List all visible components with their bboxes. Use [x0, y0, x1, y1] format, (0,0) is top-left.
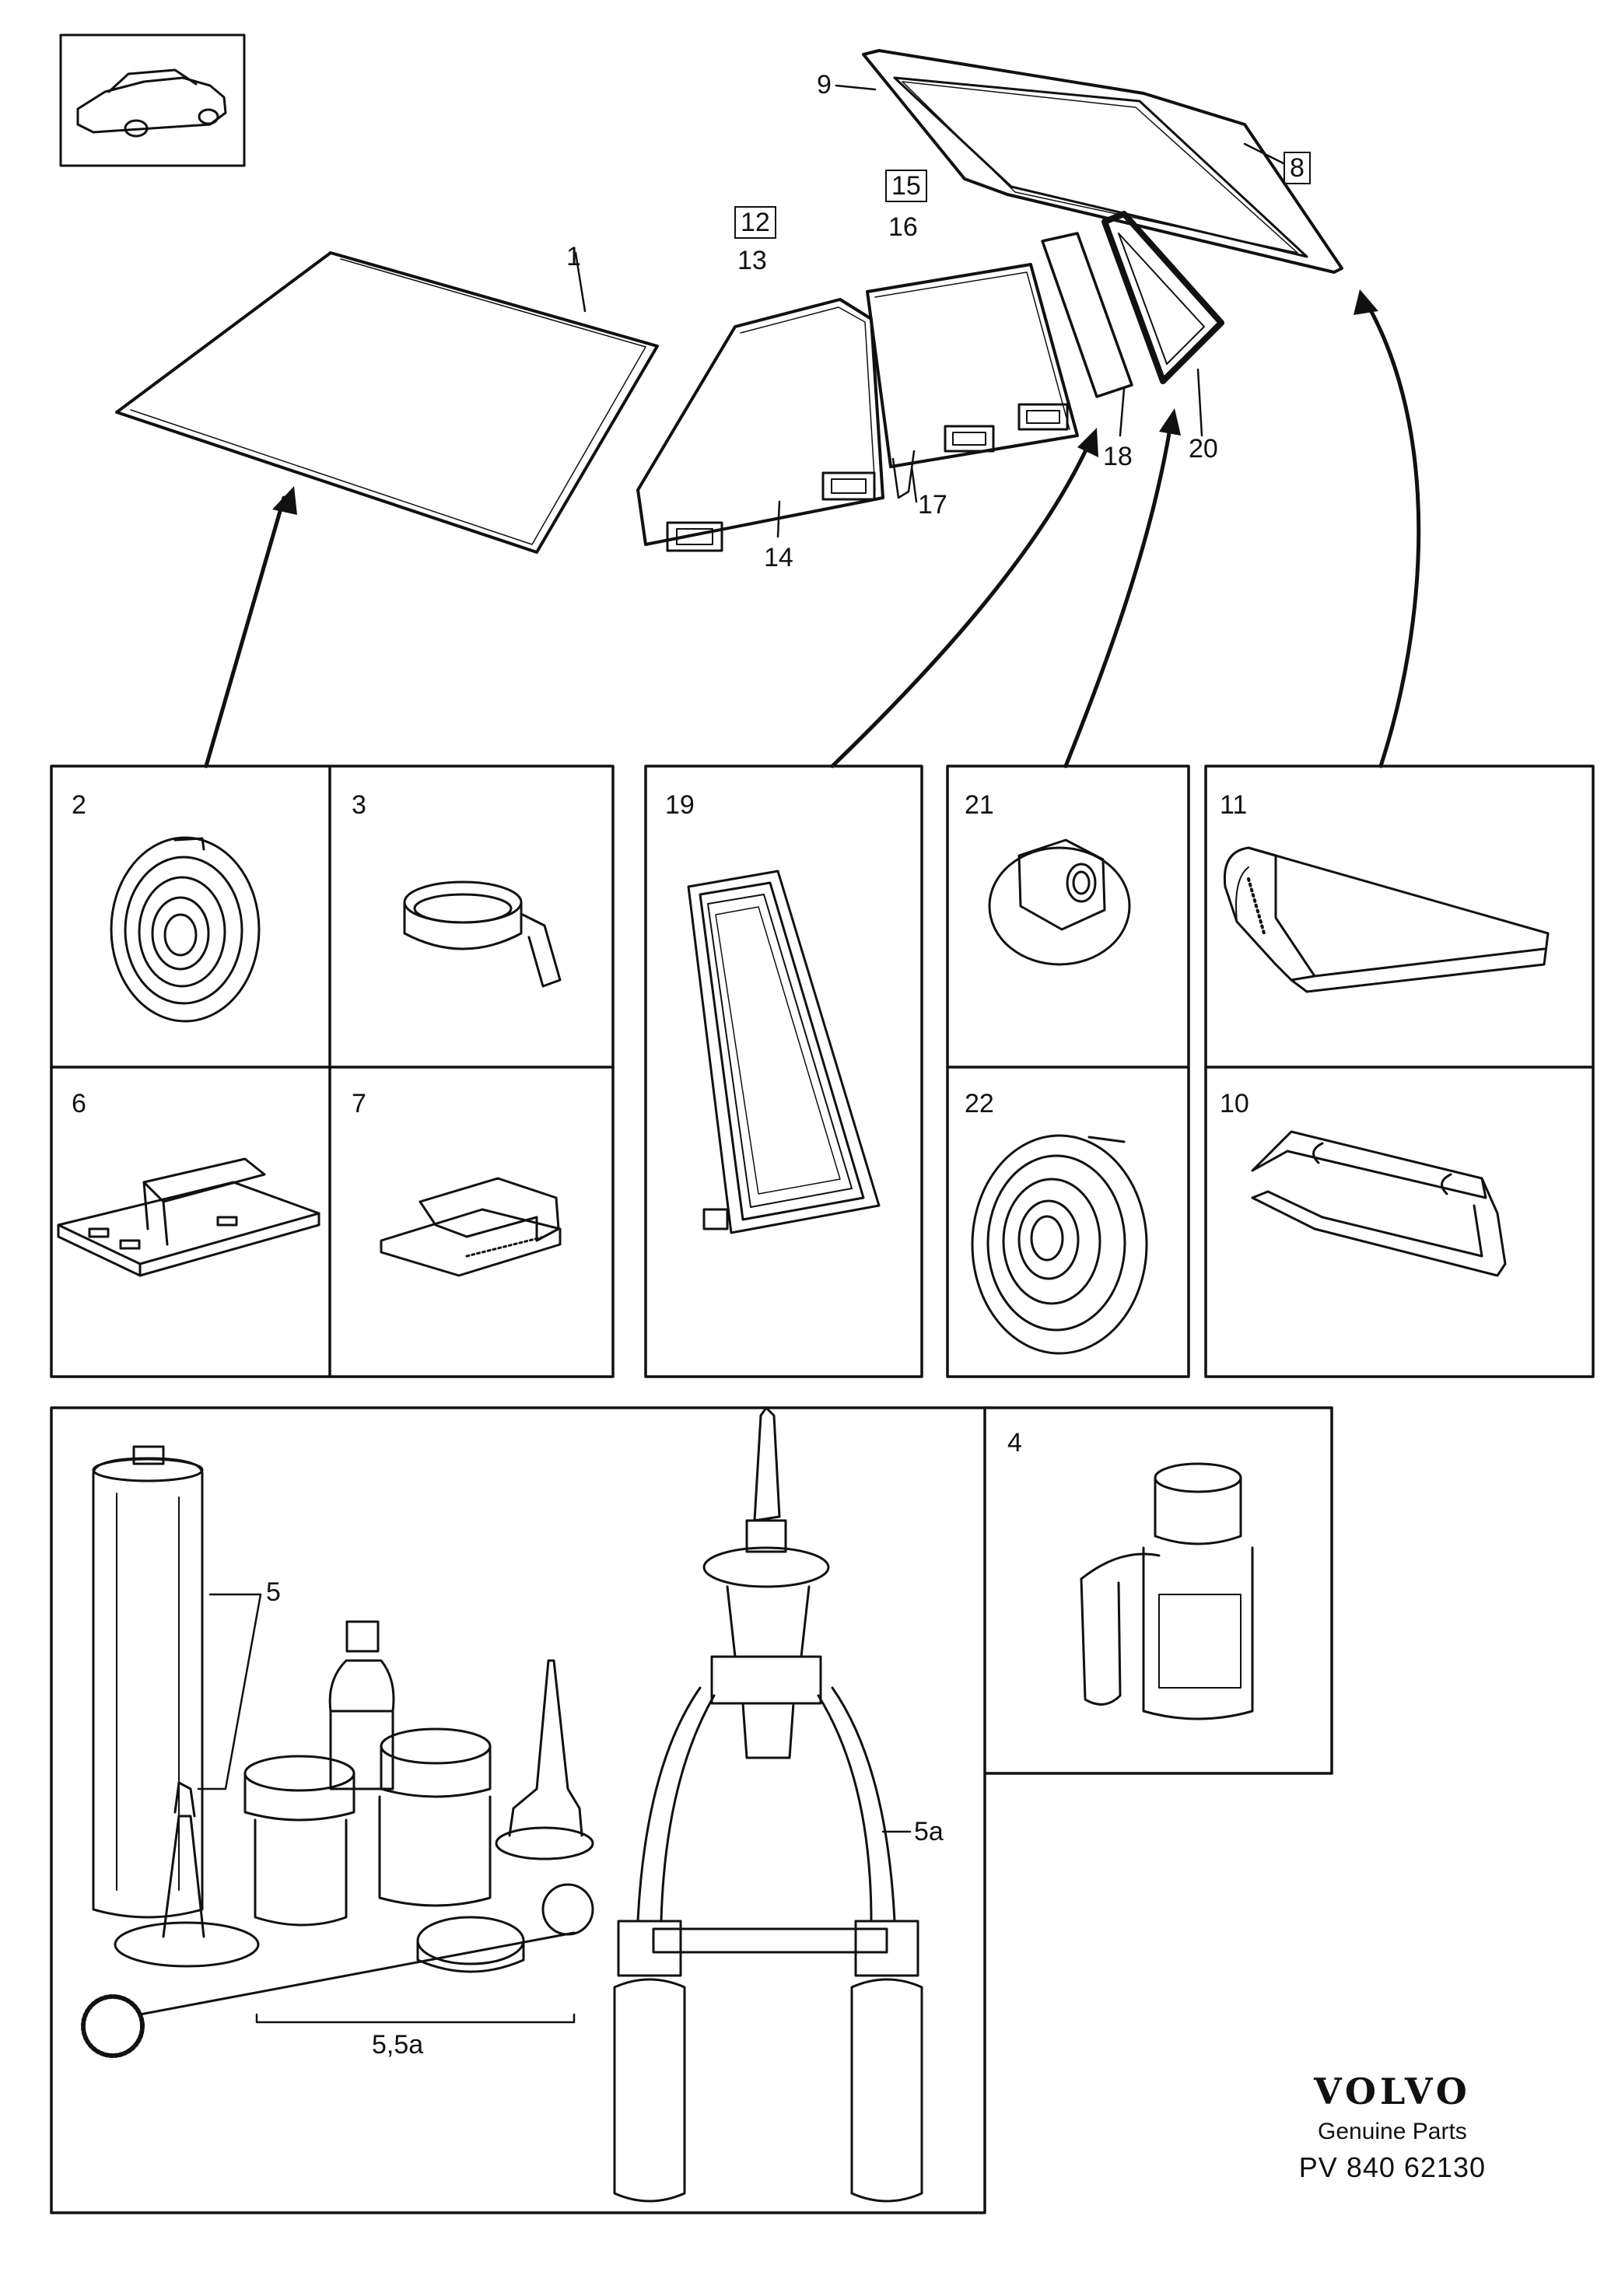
rear-door-window [866, 263, 1079, 499]
tape-strip-3 [403, 880, 562, 988]
label-part-22: 22 [965, 1089, 994, 1118]
genuine-parts-text: Genuine Parts [1318, 2119, 1467, 2144]
kit-bracket [255, 2013, 576, 2024]
clip-6 [57, 1157, 320, 1277]
triangle-window [1101, 211, 1224, 384]
leader-5 [197, 1593, 262, 1790]
panel-door-seal [644, 765, 923, 1378]
label-part-2: 2 [72, 790, 86, 820]
primer-bottle-small [328, 1620, 395, 1790]
label-part-9: 9 [817, 70, 832, 100]
diagram-code: PV 840 62130 [1298, 2151, 1486, 2183]
panel-nut-tape [946, 765, 1190, 1378]
label-part-8: 8 [1284, 152, 1311, 184]
label-part-10: 10 [1220, 1089, 1249, 1118]
primer-bottle-4 [1080, 1462, 1254, 1720]
label-part-1: 1 [566, 242, 581, 271]
panel-tapes-clips [50, 765, 615, 1378]
label-part-20: 20 [1189, 434, 1218, 464]
label-part-4: 4 [1007, 1428, 1022, 1458]
label-part-11: 11 [1220, 790, 1248, 820]
label-part-3: 3 [352, 790, 366, 820]
quarter-glass [1041, 232, 1133, 398]
label-part-17: 17 [918, 490, 947, 520]
panel-moulding-clip [1204, 765, 1595, 1378]
label-part-15: 15 [885, 170, 927, 202]
jar-lid [416, 1916, 525, 1973]
door-seal-19 [687, 870, 881, 1234]
volvo-logo: VOLVO [1314, 2070, 1471, 2112]
clip-10 [1251, 1130, 1507, 1277]
applicator-gun [613, 1406, 923, 2203]
brand-block: VOLVO Genuine Parts PV 840 62130 [1299, 2070, 1486, 2184]
clip-7 [380, 1177, 562, 1277]
primer-jar-1 [243, 1755, 355, 1927]
applicator-brush [81, 1883, 594, 2058]
label-part-7: 7 [352, 1089, 366, 1118]
label-part-16: 16 [888, 212, 918, 242]
label-part-5: 5 [266, 1577, 281, 1607]
label-part-18: 18 [1103, 442, 1133, 471]
tape-roll-22 [971, 1134, 1148, 1355]
label-part-5a: 5a [914, 1817, 944, 1846]
label-part-6: 6 [72, 1089, 86, 1118]
front-door-window [636, 298, 884, 552]
label-part-21: 21 [965, 790, 994, 820]
leader-arrows [204, 305, 1421, 768]
moulding-11 [1223, 846, 1550, 993]
label-part-14: 14 [764, 543, 793, 572]
label-part-12: 12 [734, 206, 776, 239]
panel-adhesive-kit [50, 1406, 1333, 2214]
label-part-5-5a: 5,5a [372, 2030, 424, 2060]
tape-roll-2 [110, 836, 261, 1023]
nozzle-left [114, 1781, 260, 1968]
label-part-19: 19 [665, 790, 695, 820]
rear-window [862, 49, 1343, 274]
nut-21 [988, 838, 1131, 966]
arrow-heads [272, 289, 1378, 515]
nozzle-right [495, 1659, 594, 1860]
adhesive-cartridge [92, 1445, 204, 1919]
label-part-13: 13 [737, 246, 767, 275]
windscreen-glass [115, 251, 659, 554]
car-thumbnail [59, 33, 246, 167]
primer-jar-2 [378, 1727, 492, 1907]
